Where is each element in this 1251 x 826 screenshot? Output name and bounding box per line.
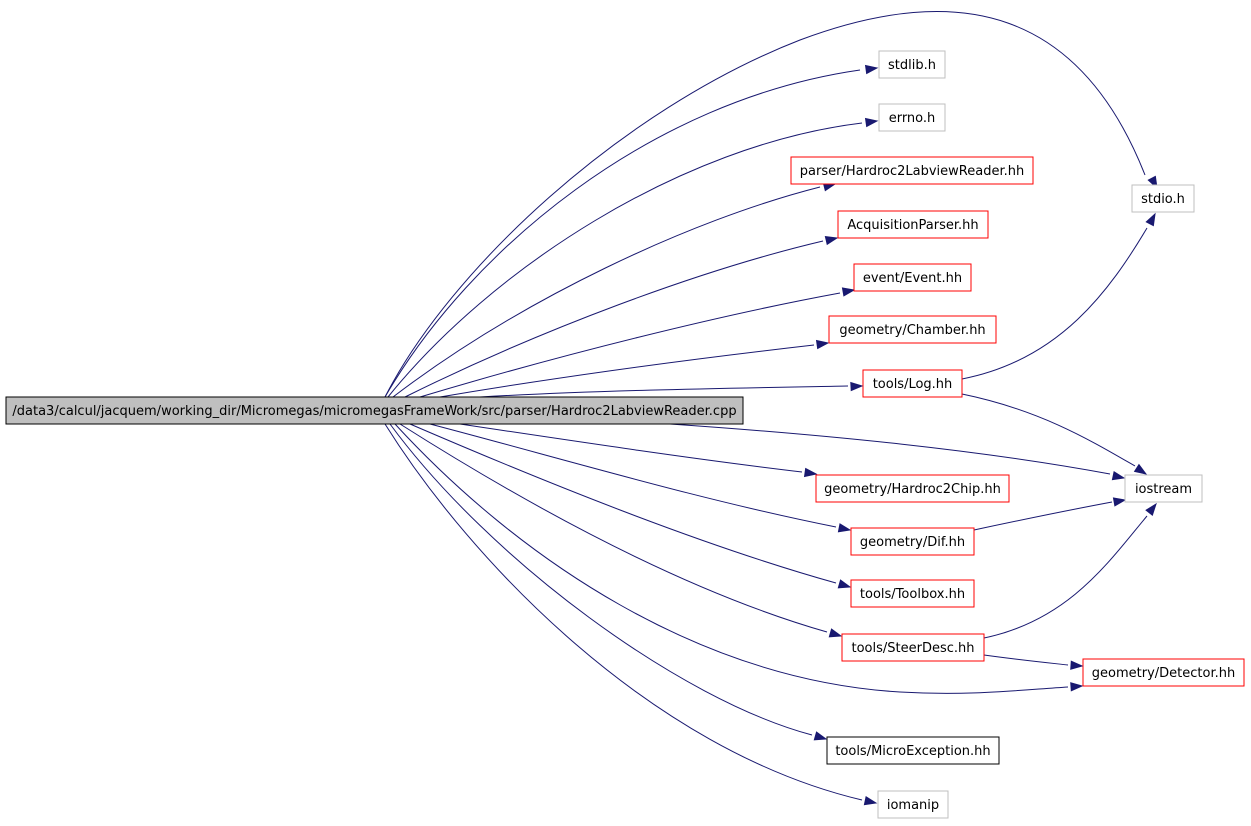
node-label: tools/Log.hh bbox=[873, 377, 953, 392]
node-log-hh[interactable]: tools/Log.hh bbox=[862, 369, 963, 398]
edge-log-to-stdio bbox=[961, 212, 1156, 380]
edge-arrowhead bbox=[1145, 502, 1157, 516]
node-label: errno.h bbox=[889, 111, 936, 126]
node-hardroc2labviewreader-hh[interactable]: parser/Hardroc2LabviewReader.hh bbox=[790, 156, 1034, 185]
edge-line bbox=[384, 11, 1146, 398]
edge-line bbox=[419, 292, 841, 398]
node-steerdesc-hh[interactable]: tools/SteerDesc.hh bbox=[841, 633, 985, 662]
node-label: parser/Hardroc2LabviewReader.hh bbox=[800, 164, 1024, 179]
node-iostream: iostream bbox=[1124, 474, 1203, 503]
edge-line bbox=[479, 385, 849, 398]
edge-line bbox=[983, 654, 1069, 666]
node-chamber-hh[interactable]: geometry/Chamber.hh bbox=[828, 315, 997, 344]
node-iomanip: iomanip bbox=[877, 790, 949, 819]
edge-dif-to-iostream bbox=[973, 497, 1127, 531]
edge-root-to-errno bbox=[387, 117, 879, 398]
edge-arrowhead bbox=[815, 339, 830, 350]
node-label: geometry/Dif.hh bbox=[860, 535, 965, 550]
node-hardroc2chip-hh[interactable]: geometry/Hardroc2Chip.hh bbox=[815, 474, 1010, 503]
edge-arrowhead bbox=[824, 235, 839, 246]
edge-arrowhead bbox=[1070, 682, 1084, 692]
node-label: stdio.h bbox=[1141, 192, 1185, 207]
edge-root-to-dif bbox=[429, 423, 852, 533]
edge-arrowhead bbox=[1133, 463, 1148, 475]
edge-line bbox=[669, 423, 1111, 475]
edge-line bbox=[429, 423, 837, 528]
edge-line bbox=[399, 423, 828, 633]
node-label: geometry/Detector.hh bbox=[1092, 666, 1235, 681]
edge-root-to-iomanip bbox=[384, 423, 878, 806]
edge-steerdesc-to-detector bbox=[983, 654, 1084, 670]
edge-line bbox=[961, 393, 1136, 467]
edge-arrowhead bbox=[841, 287, 856, 297]
node-errno: errno.h bbox=[878, 103, 946, 132]
edge-line bbox=[384, 423, 863, 801]
edge-line bbox=[983, 515, 1148, 639]
edge-arrowhead bbox=[837, 579, 852, 589]
edge-arrowhead bbox=[828, 628, 843, 638]
edge-arrowhead bbox=[1145, 212, 1156, 227]
node-label: event/Event.hh bbox=[863, 271, 962, 286]
edge-arrowhead bbox=[1112, 497, 1127, 507]
node-detector-hh[interactable]: geometry/Detector.hh bbox=[1082, 658, 1245, 687]
node-label: iomanip bbox=[887, 798, 939, 813]
edge-arrowhead bbox=[863, 795, 878, 806]
edge-line bbox=[409, 423, 837, 584]
edge-line bbox=[394, 423, 1069, 694]
edge-line bbox=[459, 423, 803, 473]
edge-root-to-stdlib bbox=[384, 64, 879, 398]
edge-arrowhead bbox=[803, 467, 818, 478]
edge-line bbox=[392, 186, 821, 398]
node-microexception-hh[interactable]: tools/MicroException.hh bbox=[826, 736, 1000, 765]
edge-root-to-detector bbox=[394, 423, 1084, 694]
edge-root-to-acquisition_parser bbox=[404, 235, 839, 398]
node-event-hh[interactable]: event/Event.hh bbox=[853, 263, 972, 292]
node-label: iostream bbox=[1135, 482, 1192, 497]
edge-line bbox=[384, 69, 861, 398]
edges-layer bbox=[384, 11, 1158, 806]
node-label: tools/SteerDesc.hh bbox=[852, 641, 975, 656]
edge-line bbox=[389, 423, 813, 736]
node-toolbox-hh[interactable]: tools/Toolbox.hh bbox=[850, 579, 975, 608]
edge-log-to-iostream bbox=[961, 393, 1148, 475]
node-label: /data3/calcul/jacquem/working_dir/Microm… bbox=[12, 404, 736, 419]
node-label: geometry/Hardroc2Chip.hh bbox=[824, 482, 1001, 497]
node-label: tools/MicroException.hh bbox=[835, 744, 990, 759]
edge-line bbox=[973, 501, 1113, 531]
edge-root-to-chamber bbox=[439, 339, 830, 398]
edge-arrowhead bbox=[850, 381, 864, 392]
edge-root-to-toolbox bbox=[409, 423, 852, 589]
node-label: AcquisitionParser.hh bbox=[847, 218, 978, 233]
node-label: geometry/Chamber.hh bbox=[839, 323, 985, 338]
edge-root-to-stdio bbox=[384, 11, 1158, 398]
node-acquisitionparser-hh[interactable]: AcquisitionParser.hh bbox=[837, 210, 989, 239]
edge-root-to-log bbox=[479, 381, 864, 398]
node-root-file[interactable]: /data3/calcul/jacquem/working_dir/Microm… bbox=[5, 396, 744, 425]
edge-root-to-hardroc2chip bbox=[459, 423, 818, 478]
edge-arrowhead bbox=[1111, 470, 1126, 481]
node-label: stdlib.h bbox=[888, 58, 936, 73]
node-label: tools/Toolbox.hh bbox=[860, 587, 965, 602]
edge-arrowhead bbox=[864, 117, 879, 128]
edge-line bbox=[404, 240, 824, 398]
edge-root-to-event bbox=[419, 287, 856, 398]
edge-arrowhead bbox=[837, 523, 852, 533]
edge-arrowhead bbox=[1070, 660, 1084, 670]
edge-line bbox=[439, 344, 815, 398]
edge-root-to-iostream bbox=[669, 423, 1126, 481]
edge-line bbox=[387, 122, 863, 398]
edge-line bbox=[961, 227, 1148, 380]
edge-steerdesc-to-iostream bbox=[983, 502, 1157, 639]
edge-arrowhead bbox=[864, 64, 879, 75]
node-stdio: stdio.h bbox=[1131, 184, 1195, 213]
edge-arrowhead bbox=[813, 731, 828, 741]
edge-root-to-steerdesc bbox=[399, 423, 843, 638]
node-dif-hh[interactable]: geometry/Dif.hh bbox=[850, 527, 975, 556]
node-stdlib: stdlib.h bbox=[878, 50, 946, 79]
edge-root-to-microexception bbox=[389, 423, 828, 741]
